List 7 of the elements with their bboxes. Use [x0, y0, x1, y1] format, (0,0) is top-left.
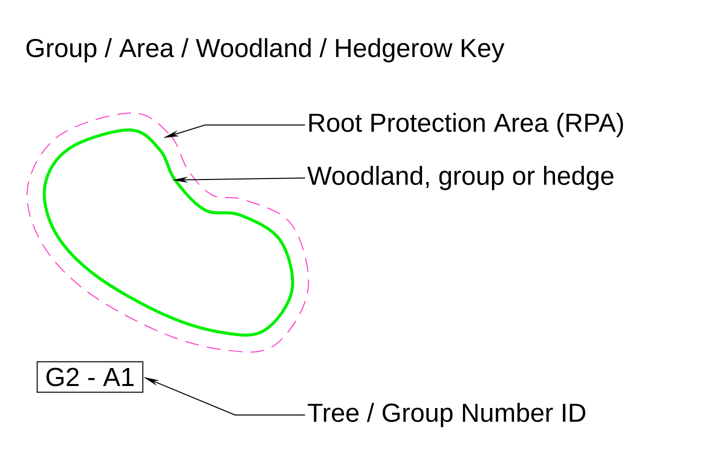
label-text: Tree / Group Number ID: [308, 402, 586, 428]
outline-drawing: [26, 112, 310, 353]
title: Group / Area / Woodland / Hedgerow Key: [26, 38, 504, 62]
outline-drawing: [42, 128, 294, 337]
label-text: Root Protection Area (RPA): [309, 112, 623, 138]
id-box: G2 - A1: [36, 361, 144, 393]
label-text: Woodland, group or hedge: [307, 166, 614, 190]
